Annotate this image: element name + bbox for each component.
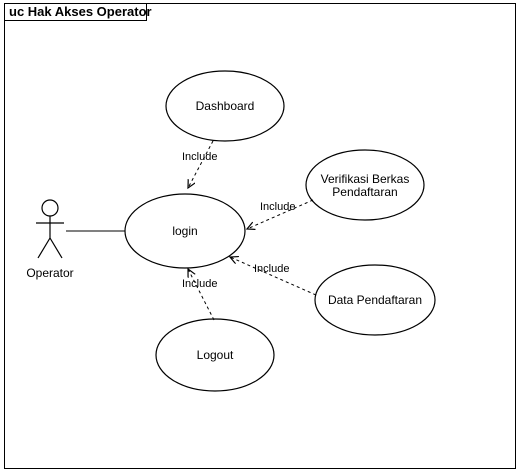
actor-label: Operator	[26, 266, 73, 280]
include-label-dashboard: Include	[182, 151, 217, 163]
actor-head	[41, 199, 59, 217]
include-dashboard-login	[188, 140, 214, 188]
use-case-logout-label: Logout	[197, 348, 234, 362]
use-case-verifikasi-label-line1: Verifikasi Berkas	[321, 172, 410, 186]
use-case-login-label: login	[172, 224, 197, 238]
frame-title: uc Hak Akses Operator	[9, 4, 152, 19]
include-logout-login	[188, 269, 215, 321]
use-case-data-pendaftaran[interactable]: Data Pendaftaran	[314, 264, 436, 336]
frame-title-tab	[4, 3, 147, 21]
system-frame	[4, 3, 516, 469]
use-case-dashboard[interactable]: Dashboard	[165, 70, 285, 142]
include-label-logout: Include	[182, 278, 217, 290]
include-verifikasi-login	[247, 199, 314, 229]
include-label-verifikasi: Include	[260, 201, 295, 213]
use-case-data-pendaftaran-label: Data Pendaftaran	[328, 293, 422, 307]
actor-operator[interactable]	[36, 199, 64, 259]
actor-left-leg	[37, 237, 51, 259]
use-case-logout[interactable]: Logout	[155, 318, 275, 392]
use-case-verifikasi-berkas[interactable]: Verifikasi Berkas Pendaftaran	[305, 149, 425, 221]
use-case-dashboard-label: Dashboard	[196, 99, 255, 113]
use-case-login[interactable]: login	[124, 193, 246, 269]
use-case-verifikasi-label-line2: Pendaftaran	[332, 185, 397, 199]
actor-right-leg	[49, 237, 63, 259]
include-data-login	[230, 257, 317, 296]
include-label-data: Include	[254, 263, 289, 275]
